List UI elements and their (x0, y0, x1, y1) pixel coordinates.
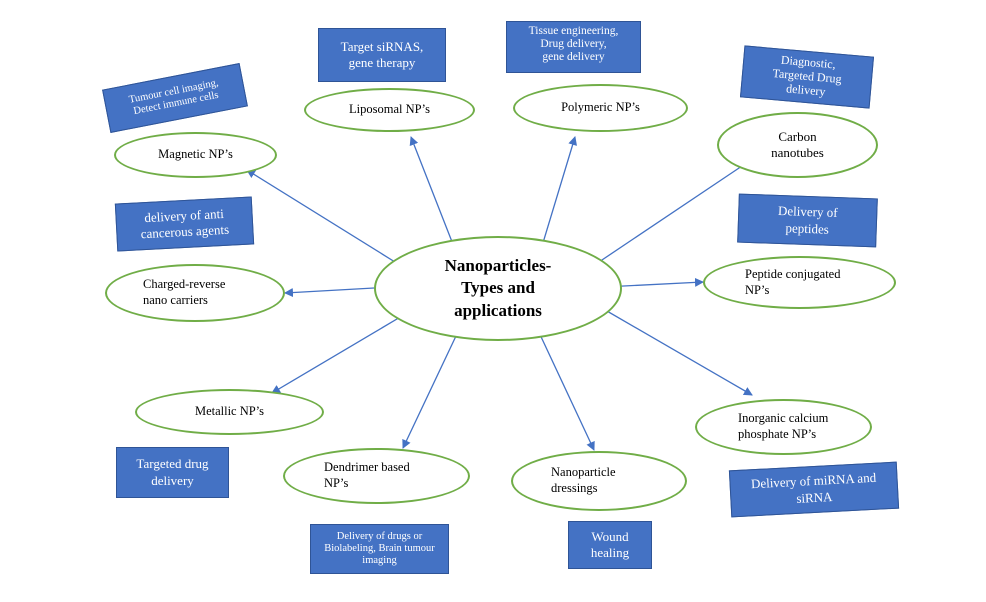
node-label-peptide: Peptide conjugated NP’s (745, 266, 841, 297)
application-text-polymeric: Tissue engineering, Drug delivery, gene … (528, 25, 619, 64)
application-box-inorganic: Delivery of miRNA and siRNA (728, 461, 900, 518)
node-label-charged: Charged-reverse nano carriers (143, 277, 226, 307)
node-polymeric: Polymeric NP’s (513, 84, 688, 132)
arrow-to-magnetic (246, 169, 396, 263)
application-box-peptide: Delivery of peptides (737, 193, 878, 248)
application-text-carbon: Diagnostic, Targeted Drug delivery (771, 52, 843, 99)
application-text-magnetic: Tumour cell imaging, Detect immune cells (128, 77, 220, 118)
application-text-inorganic: Delivery of miRNA and siRNA (750, 469, 877, 506)
application-text-liposomal: Target siRNAS, gene therapy (340, 38, 424, 70)
application-text-metallic: Targeted drug delivery (136, 456, 209, 488)
connector-to-carbon (592, 163, 746, 267)
node-metallic: Metallic NP’s (135, 389, 324, 435)
application-box-dressings: Wound healing (568, 521, 652, 569)
arrow-to-charged (284, 287, 375, 298)
node-magnetic: Magnetic NP’s (114, 132, 277, 178)
node-label-magnetic: Magnetic NP’s (158, 147, 233, 162)
application-text-dressings: Wound healing (590, 528, 630, 560)
node-label-inorganic: Inorganic calcium phosphate NP’s (738, 411, 829, 441)
application-text-charged: delivery of anti cancerous agents (140, 205, 230, 242)
node-label-liposomal: Liposomal NP’s (349, 102, 430, 117)
arrow-to-liposomal (409, 136, 457, 253)
node-charged: Charged-reverse nano carriers (105, 264, 285, 322)
application-box-charged: delivery of anti cancerous agents (114, 196, 255, 252)
application-box-metallic: Targeted drug delivery (116, 447, 229, 498)
arrow-to-dendrimer (402, 335, 457, 449)
application-text-peptide: Delivery of peptides (777, 203, 838, 237)
node-label-dressings: Nanoparticle dressings (551, 465, 616, 495)
application-box-dendrimer: Delivery of drugs or Biolabeling, Brain … (310, 524, 449, 574)
application-box-liposomal: Target siRNAS, gene therapy (318, 28, 446, 82)
central-node: Nanoparticles- Types and applications (374, 236, 622, 341)
application-text-dendrimer: Delivery of drugs or Biolabeling, Brain … (324, 530, 435, 567)
arrow-to-inorganic (599, 306, 753, 396)
node-liposomal: Liposomal NP’s (304, 88, 475, 132)
arrow-to-polymeric (538, 136, 577, 257)
central-title: Nanoparticles- Types and applications (444, 256, 552, 320)
node-label-metallic: Metallic NP’s (194, 404, 265, 419)
arrow-to-metallic (271, 315, 403, 394)
application-box-polymeric: Tissue engineering, Drug delivery, gene … (506, 21, 641, 73)
arrow-to-dressings (535, 325, 595, 451)
node-dendrimer: Dendrimer based NP’s (283, 448, 470, 504)
node-dressings: Nanoparticle dressings (511, 451, 687, 511)
node-inorganic: Inorganic calcium phosphate NP’s (695, 399, 872, 455)
node-label-dendrimer: Dendrimer based NP’s (324, 460, 410, 490)
node-label-polymeric: Polymeric NP’s (561, 100, 640, 115)
node-peptide: Peptide conjugated NP’s (703, 256, 896, 309)
node-carbon: Carbon nanotubes (717, 112, 878, 178)
node-label-carbon: Carbon nanotubes (771, 128, 824, 160)
